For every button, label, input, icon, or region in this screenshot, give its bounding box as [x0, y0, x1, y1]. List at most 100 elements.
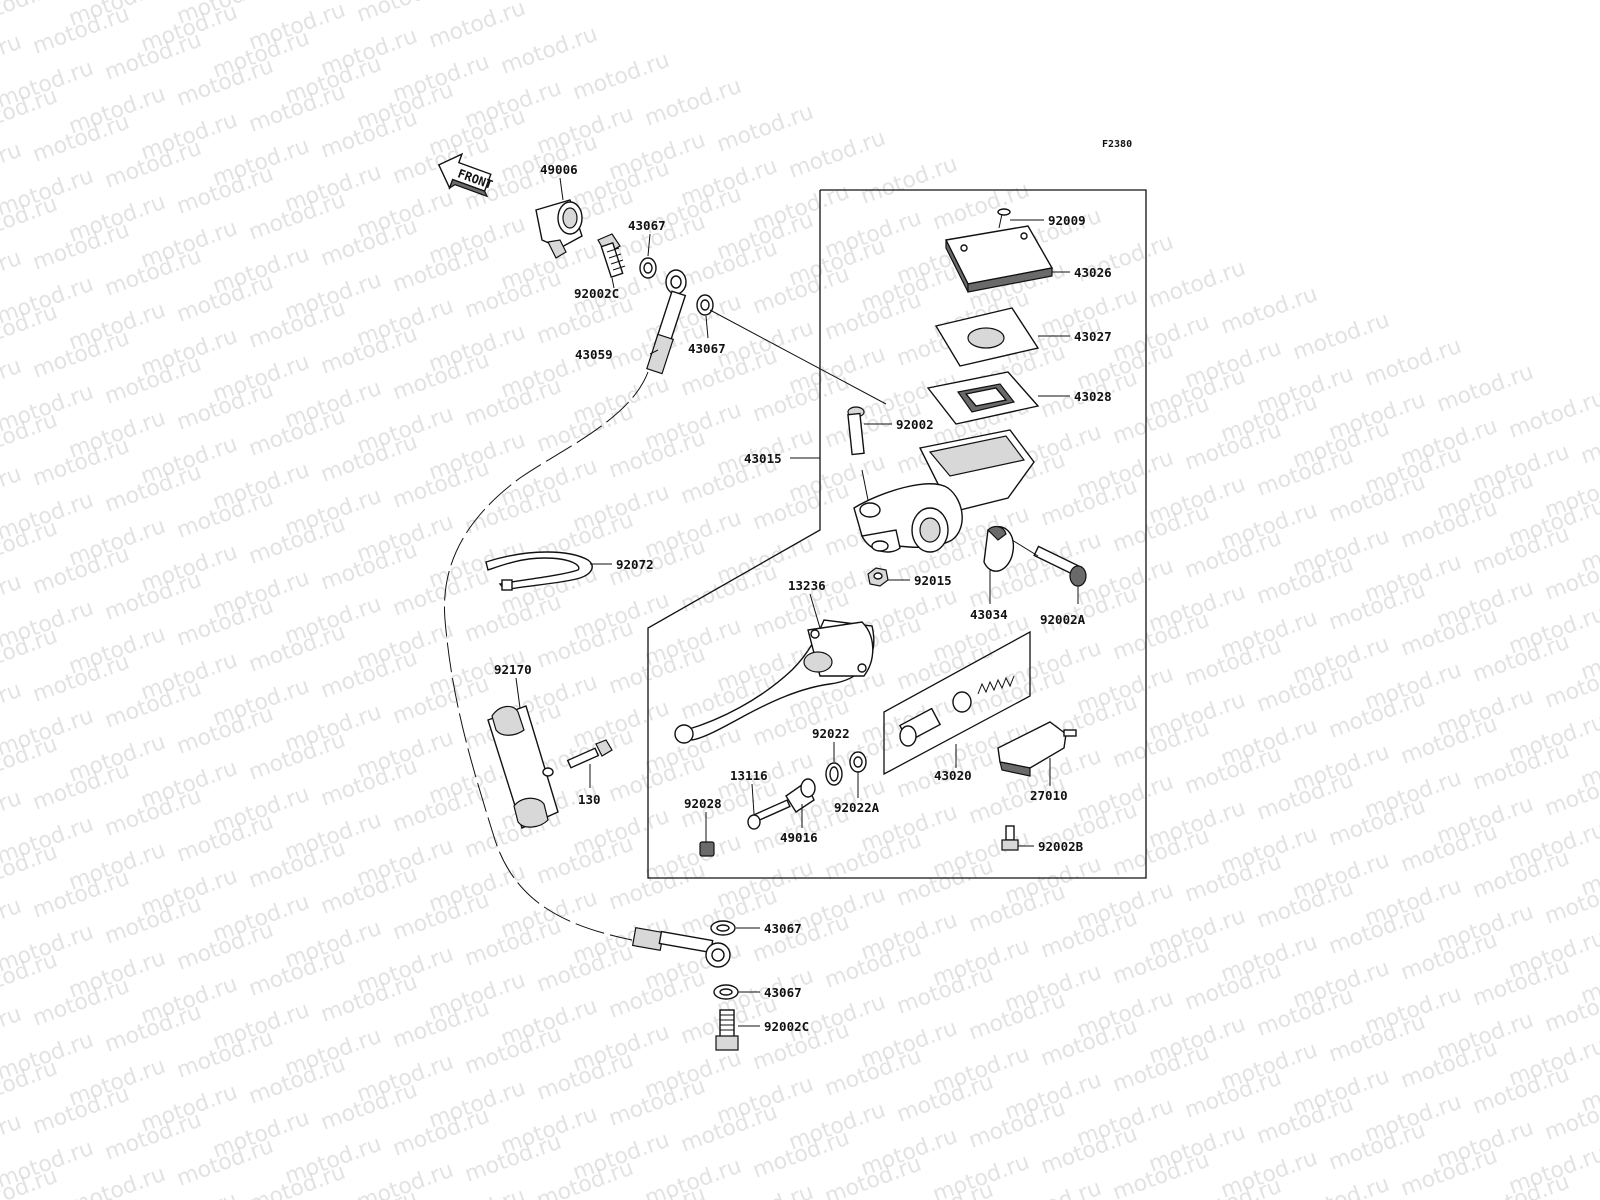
bolt-head	[1069, 565, 1087, 587]
banjo-eye-hole	[711, 948, 725, 962]
leader-13236	[809, 593, 821, 629]
figure-code: F2380	[1102, 139, 1132, 150]
screw-92009	[997, 208, 1011, 229]
watermark-text: motod.ru	[1506, 386, 1600, 444]
reservoir-cap-43026	[944, 225, 1054, 293]
watermark-text: motod.ru	[1434, 360, 1537, 418]
watermark-text: motod.ru	[786, 126, 889, 184]
circlip-inner	[829, 766, 839, 782]
lever-pivot-shade	[803, 651, 833, 673]
mount-boss	[859, 502, 881, 518]
part-label: 92072	[616, 557, 654, 572]
watermark-text: motod.ru	[1218, 282, 1321, 340]
banjo-eye-hole	[670, 275, 682, 289]
cap-hole-b	[1020, 232, 1028, 240]
bolt-92002a	[1033, 545, 1087, 587]
watermark-text: motod.ru	[1290, 1172, 1393, 1200]
part-label: 13236	[788, 578, 826, 593]
leader-13116	[751, 783, 755, 815]
part-label: 130	[578, 792, 601, 807]
leader-49006	[559, 177, 564, 201]
hose-clamp-92170	[487, 705, 559, 829]
part-label: 43020	[934, 768, 972, 783]
watermark-text: motod.ru	[0, 462, 25, 520]
watermark-text: motod.ru	[66, 1162, 169, 1200]
bolt-shank	[566, 747, 600, 769]
banjo-bolt-92002c-bottom	[715, 1009, 739, 1051]
leader-lines	[515, 177, 1079, 1027]
boot-end	[800, 778, 816, 798]
bolt-thread	[720, 1014, 734, 1031]
boot-49016	[785, 778, 816, 813]
holder-clamp-43034	[983, 525, 1015, 572]
watermark-text: motod.ru	[1578, 412, 1600, 470]
part-label: 92002	[896, 417, 934, 432]
piston-kit-43020	[898, 675, 1015, 747]
washer-inner	[719, 988, 733, 996]
bolt-shank	[847, 412, 865, 456]
part-label: 43027	[1074, 329, 1112, 344]
watermark-text: motod.ru	[858, 152, 961, 210]
clamp-bolt-hole	[542, 767, 554, 777]
bush-92028	[699, 841, 715, 857]
watermark-text: motod.ru	[1290, 308, 1393, 366]
part-label: 92002C	[574, 286, 619, 301]
watermark-text: motod.ru	[570, 48, 673, 106]
bolt-head	[715, 1035, 739, 1051]
leader-92002c-a	[611, 277, 615, 289]
piston-kit-frame	[883, 630, 1031, 776]
bolt-thread	[606, 247, 626, 271]
part-label: 43059	[575, 347, 613, 362]
part-label: 43026	[1074, 265, 1112, 280]
part-label: 92009	[1048, 213, 1086, 228]
part-label: 43067	[628, 218, 666, 233]
screw-shank	[998, 213, 1003, 229]
watermark-text: motod.ru	[642, 74, 745, 132]
pivot-hole	[871, 540, 889, 552]
washer-43067-bottom-a	[710, 920, 736, 936]
fitting-bore	[562, 207, 578, 229]
washer-inner	[643, 262, 653, 274]
watermark-text: motod.ru	[0, 1002, 25, 1060]
part-label: 92015	[914, 573, 952, 588]
washer-92022a	[849, 751, 867, 773]
part-label: 49016	[780, 830, 818, 845]
part-label: 49006	[540, 162, 578, 177]
watermark-text: motod.ru	[0, 570, 25, 628]
watermark-text: motod.ru	[0, 354, 25, 412]
watermark-text: motod.ru	[0, 786, 25, 844]
clamp-lower-grip	[513, 797, 549, 828]
leader-43034-to-bolt	[1011, 539, 1039, 557]
lever-ball-end	[674, 724, 694, 744]
clutch-lever-13236	[674, 619, 875, 744]
switch-plunger	[1063, 729, 1077, 737]
circlip-92022	[825, 762, 843, 786]
diaphragm-plate-43027	[934, 307, 1040, 367]
switch-side	[999, 761, 1031, 777]
return-spring	[977, 675, 1015, 695]
watermark-text: motod.ru	[1146, 256, 1249, 314]
bolt-shank	[719, 1009, 735, 1039]
cap-front	[967, 267, 1053, 293]
part-labels: 49006 43067 92002C 43059 43067 92009 430…	[494, 162, 1112, 1034]
reservoir-opening	[928, 435, 1026, 477]
part-label: 43034	[970, 607, 1008, 622]
part-label: 92002A	[1040, 612, 1086, 627]
clutch-hose	[443, 371, 649, 941]
watermark-text: motod.ru	[426, 0, 529, 54]
diaphragm-43028	[926, 371, 1040, 425]
nut-92015	[867, 567, 889, 587]
watermark-text: motod.ru	[714, 100, 817, 158]
cup-seal	[952, 691, 972, 713]
bolt-130	[566, 739, 613, 769]
screw-head	[1001, 839, 1019, 851]
clamp-top	[987, 525, 1007, 541]
part-label: 43015	[744, 451, 782, 466]
part-label: 92028	[684, 796, 722, 811]
washer-43067-second	[696, 294, 714, 316]
clamp-upper-grip	[491, 705, 525, 736]
part-label: 43067	[688, 341, 726, 356]
lever-pivot-hole-b	[857, 663, 867, 673]
hose-fitting-49006	[535, 199, 583, 259]
